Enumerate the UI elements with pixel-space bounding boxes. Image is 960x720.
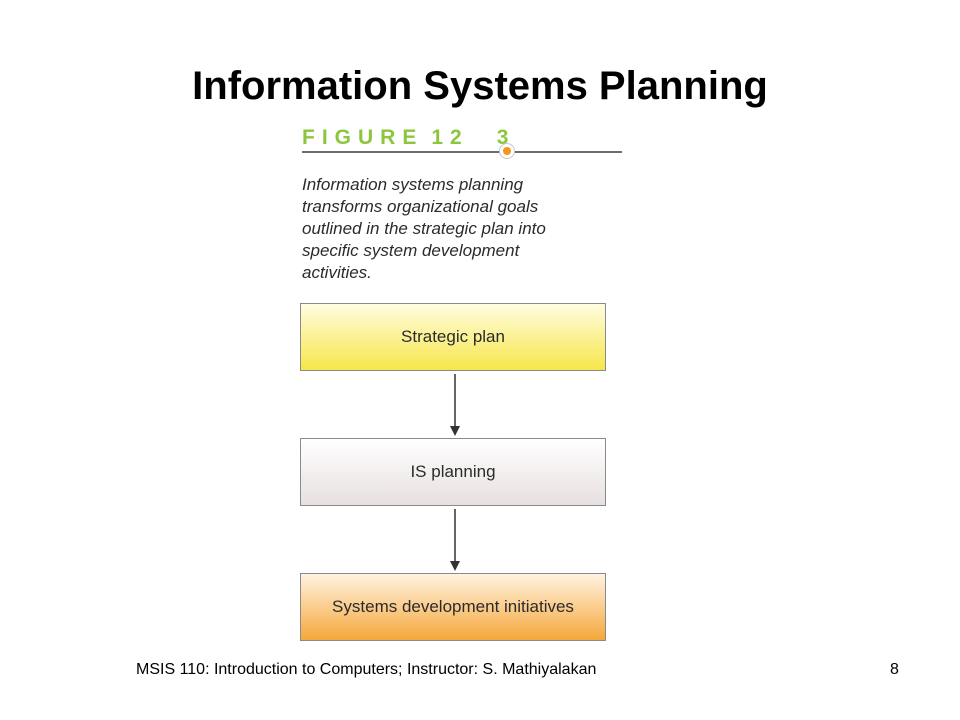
caption-line: transforms organizational goals (302, 197, 539, 216)
figure-dot-icon (499, 143, 515, 159)
figure-caption: Information systems planning transforms … (302, 174, 612, 284)
caption-line: activities. (302, 263, 372, 282)
is-planning-box: IS planning (300, 438, 606, 506)
slide-title: Information Systems Planning (192, 64, 768, 108)
down-arrow-icon (450, 509, 460, 571)
figure-rule (302, 151, 622, 153)
figure-label-word: FIGURE (302, 126, 424, 149)
box-label: Strategic plan (401, 327, 505, 346)
strategic-plan-box: Strategic plan (300, 303, 606, 371)
down-arrow-icon (450, 374, 460, 436)
slide-footer: MSIS 110: Introduction to Computers; Ins… (136, 661, 597, 678)
figure-number-left: 12 (431, 126, 469, 149)
box-label: Systems development initiatives (332, 597, 574, 616)
figure-label: FIGURE 12 3 (302, 126, 515, 150)
caption-line: outlined in the strategic plan into (302, 219, 546, 238)
page-number: 8 (890, 661, 899, 678)
caption-line: specific system development (302, 241, 520, 260)
box-label: IS planning (410, 462, 496, 481)
systems-development-initiatives-box: Systems development initiatives (300, 573, 606, 641)
caption-line: Information systems planning (302, 175, 524, 194)
figure-number-right: 3 (496, 126, 516, 149)
